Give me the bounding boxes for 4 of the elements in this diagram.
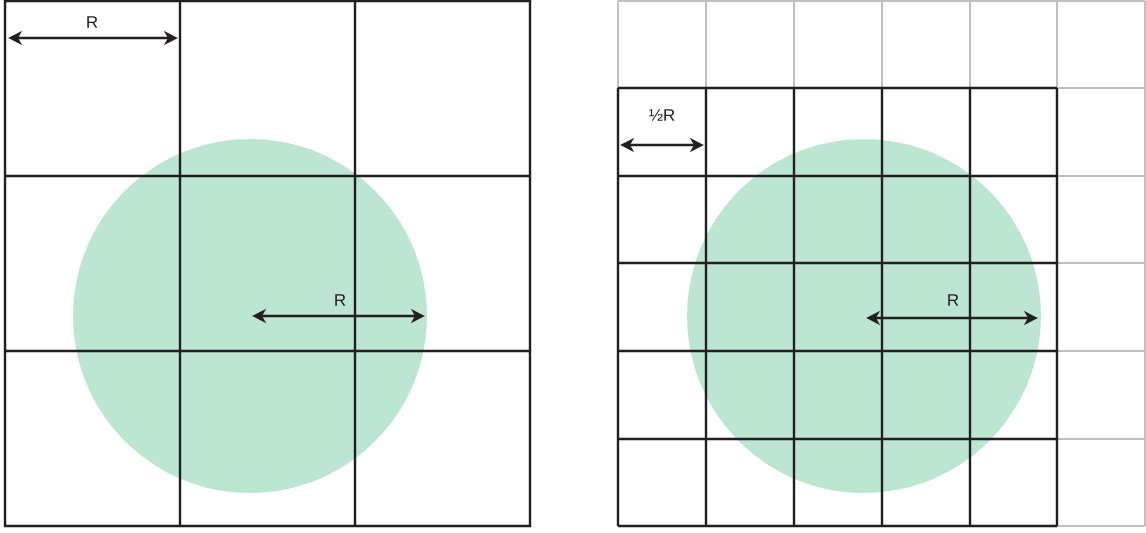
dimension-label: R xyxy=(335,294,346,306)
dimension-label: R xyxy=(948,294,959,306)
dimension-label: ½R xyxy=(649,109,675,121)
dimension-label: R xyxy=(87,16,98,28)
